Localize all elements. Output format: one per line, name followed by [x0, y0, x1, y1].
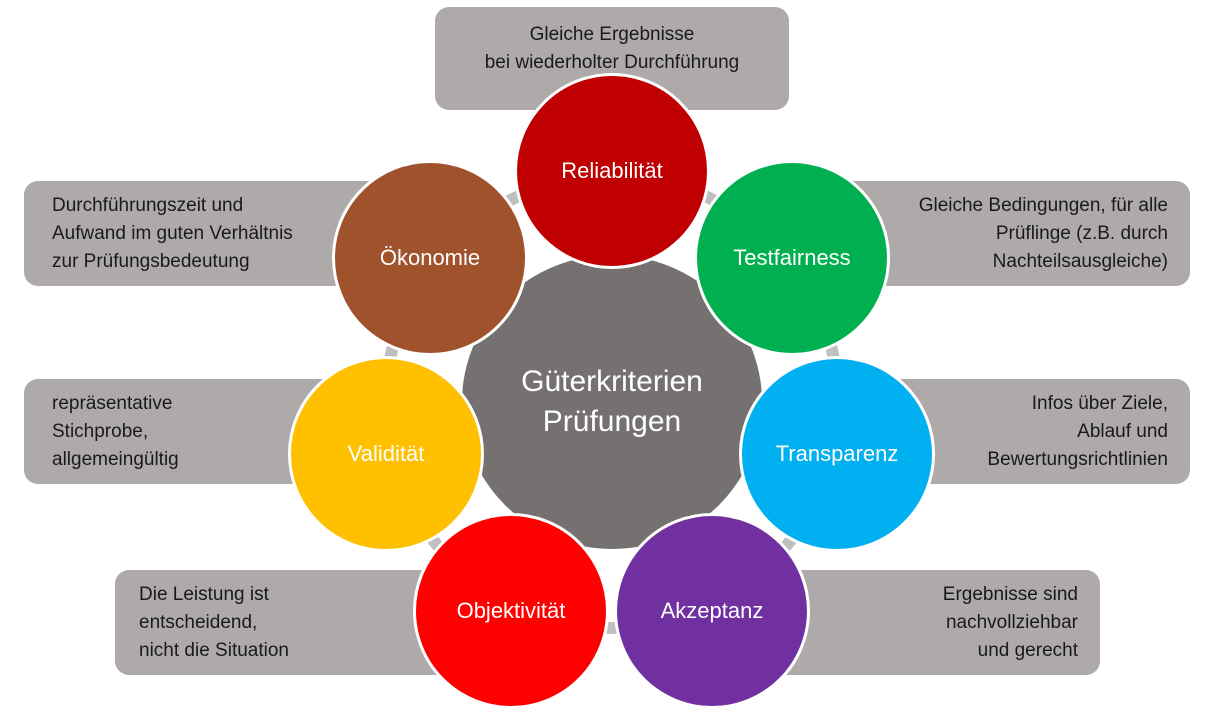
desc-line: zur Prüfungsbedeutung [52, 250, 250, 272]
center-title-line1: Güterkriterien [521, 365, 703, 398]
node-label: Reliabilität [561, 158, 663, 183]
desc-line: Durchführungszeit und [52, 194, 244, 216]
node-testfairness: Testfairness [694, 160, 890, 356]
node-transparenz: Transparenz [739, 356, 935, 552]
node-oekonomie: Ökonomie [332, 160, 528, 356]
node-validitaet: Validität [288, 356, 484, 552]
node-akzeptanz: Akzeptanz [614, 513, 810, 709]
desc-line: Aufwand im guten Verhältnis [52, 222, 293, 244]
desc-line: entscheidend, [139, 611, 258, 633]
desc-line: Infos über Ziele, [1031, 392, 1168, 414]
desc-line: Die Leistung ist [139, 583, 269, 605]
node-reliabilitaet: Reliabilität [514, 73, 710, 269]
desc-line: nicht die Situation [139, 639, 289, 661]
desc-line: Stichprobe, [52, 420, 149, 442]
node-label: Objektivität [456, 598, 566, 623]
desc-line: nachvollziehbar [945, 611, 1078, 633]
desc-line: allgemeingültig [52, 448, 179, 470]
desc-line: Prüflinge (z.B. durch [995, 222, 1168, 244]
desc-line: Nachteilsausgleiche) [992, 250, 1168, 272]
desc-line: Gleiche Ergebnisse [529, 23, 695, 45]
node-objektivitaet: Objektivität [413, 513, 609, 709]
desc-line: Ergebnisse sind [942, 583, 1078, 605]
node-label: Validität [347, 441, 425, 466]
desc-line: Ablauf und [1077, 420, 1168, 442]
node-label: Ökonomie [379, 245, 481, 270]
node-label: Akzeptanz [660, 598, 764, 623]
center-title-line2: Prüfungen [542, 405, 682, 438]
desc-line: bei wiederholter Durchführung [484, 51, 740, 73]
node-label: Testfairness [733, 245, 851, 270]
node-label: Transparenz [775, 441, 899, 466]
desc-line: Gleiche Bedingungen, für alle [918, 194, 1168, 216]
desc-line: Bewertungsrichtlinien [987, 448, 1168, 470]
desc-line: und gerecht [977, 639, 1078, 661]
desc-line: repräsentative [52, 392, 173, 414]
